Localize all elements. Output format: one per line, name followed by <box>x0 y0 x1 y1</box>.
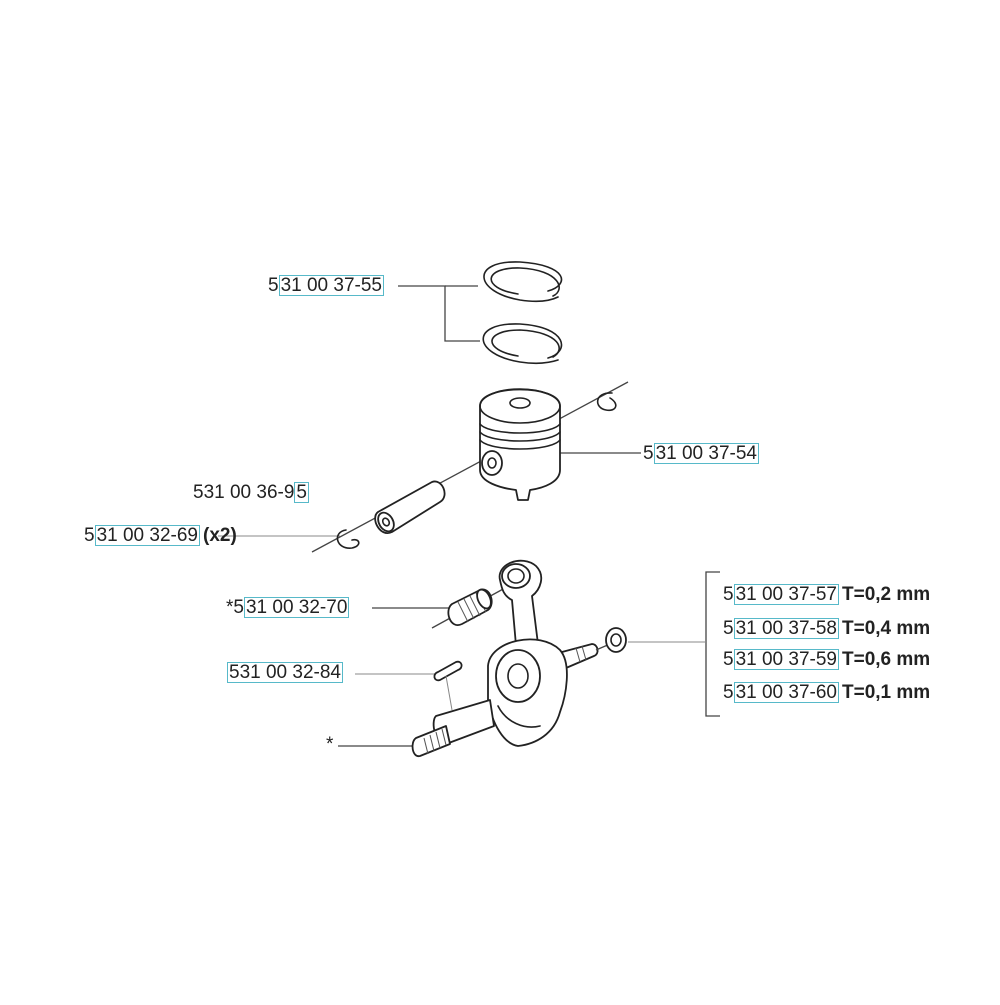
piston-pin <box>374 480 446 534</box>
needle-bearing <box>431 587 506 629</box>
part-label-crankshaft: * <box>326 734 334 755</box>
piston <box>479 388 561 501</box>
part-label-key[interactable]: 531 00 32-84 <box>227 662 343 683</box>
leader-lines <box>218 285 720 747</box>
woodruff-key <box>433 660 463 711</box>
piston-rings <box>482 261 563 365</box>
circlip-right <box>596 392 617 412</box>
crankshaft <box>411 559 611 757</box>
thrust-washer <box>605 627 627 653</box>
circlip-left <box>336 529 360 549</box>
